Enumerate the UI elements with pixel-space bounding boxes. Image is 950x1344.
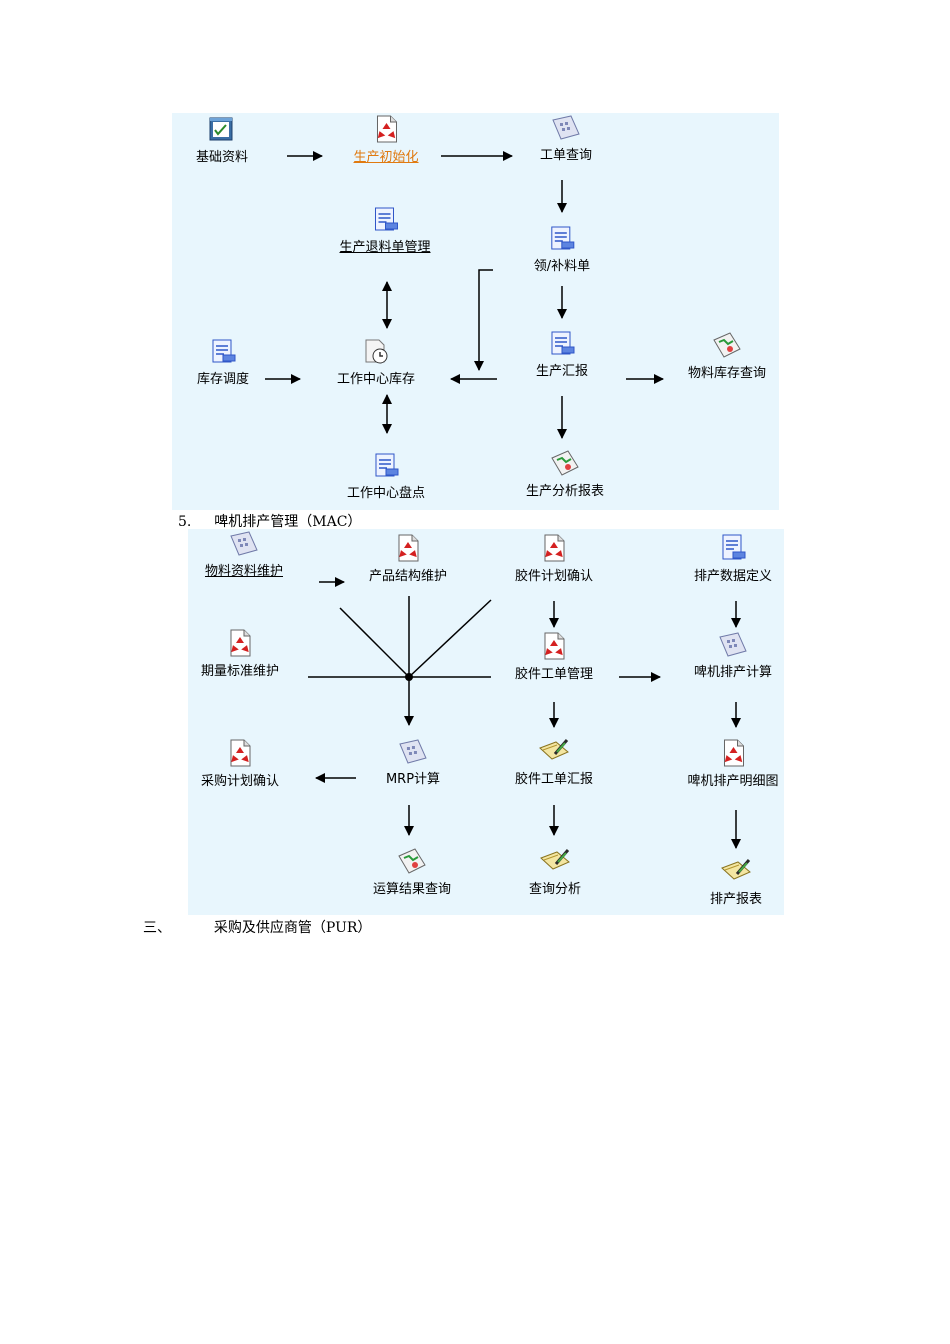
section5-heading: 5. 啤机排产管理（MAC） (178, 511, 361, 531)
node-material-maint-label[interactable]: 物料资料维护 (204, 564, 284, 579)
calculator-document-icon (719, 632, 747, 657)
red-recycle-document-icon (230, 739, 251, 767)
node-work-order-query[interactable]: 工单查询 (540, 114, 592, 163)
blue-form-icon (551, 226, 575, 250)
node-basic-data[interactable]: 基础资料 (196, 116, 248, 165)
node-return-slip[interactable]: 生产退料单管理 (339, 206, 431, 255)
node-schedule-def[interactable]: 排产数据定义 (694, 533, 772, 584)
blue-form-icon (551, 331, 575, 355)
red-recycle-document-icon (376, 115, 397, 143)
red-recycle-document-icon (398, 534, 419, 562)
diagram1-panel (172, 113, 779, 510)
section3-number: 三、 (143, 920, 171, 936)
node-schedule-report-label: 排产报表 (709, 892, 763, 907)
checklist-window-icon (209, 117, 233, 141)
node-stock-adjust-label: 库存调度 (196, 372, 250, 387)
node-wc-stock[interactable]: 工作中心库存 (337, 338, 415, 387)
blue-form-icon (722, 534, 746, 560)
node-bom-maint[interactable]: 产品结构维护 (369, 533, 447, 584)
node-glue-plan-confirm-label: 胶件计划确认 (514, 569, 594, 584)
node-mrp-calc-label: MRP计算 (385, 772, 441, 787)
node-return-slip-label[interactable]: 生产退料单管理 (339, 240, 431, 255)
calculator-document-icon (230, 531, 258, 556)
node-query-analysis[interactable]: 查询分析 (529, 846, 581, 897)
node-work-order-query-label: 工单查询 (539, 148, 593, 163)
node-period-std-label: 期量标准维护 (200, 664, 280, 679)
node-prod-init-label[interactable]: 生产初始化 (353, 150, 419, 165)
node-issue-slip[interactable]: 领/补料单 (534, 225, 590, 274)
calculator-document-icon (399, 739, 427, 764)
red-recycle-document-icon (544, 632, 565, 660)
chart-document-icon (398, 848, 426, 874)
node-prod-report[interactable]: 生产汇报 (536, 330, 588, 379)
red-recycle-document-icon (230, 629, 251, 657)
chart-document-icon (551, 450, 579, 476)
node-purchase-confirm-label: 采购计划确认 (200, 774, 280, 789)
section5-number: 5. (178, 514, 192, 530)
node-material-maint[interactable]: 物料资料维护 (205, 530, 283, 579)
node-schedule-calc-label: 啤机排产计算 (693, 665, 773, 680)
node-material-stock-query[interactable]: 物料库存查询 (688, 330, 766, 381)
clock-document-icon (365, 339, 388, 364)
node-glue-wo-report-label: 胶件工单汇报 (514, 772, 594, 787)
node-schedule-detail[interactable]: 啤机排产明细图 (687, 738, 779, 789)
section3-heading: 三、 采购及供应商管（PUR） (143, 917, 371, 937)
node-stock-adjust[interactable]: 库存调度 (197, 338, 249, 387)
calculator-document-icon (552, 115, 580, 140)
blue-form-icon (375, 453, 399, 477)
node-prod-analysis-label: 生产分析报表 (525, 484, 605, 499)
node-schedule-calc[interactable]: 啤机排产计算 (694, 631, 772, 680)
node-purchase-confirm[interactable]: 采购计划确认 (201, 738, 279, 789)
section3-title: 采购及供应商管（PUR） (213, 920, 372, 936)
node-wc-count[interactable]: 工作中心盘点 (347, 452, 425, 501)
red-recycle-document-icon (723, 739, 744, 767)
node-schedule-report[interactable]: 排产报表 (710, 856, 762, 907)
notebook-pen-icon (539, 739, 569, 760)
node-bom-maint-label: 产品结构维护 (368, 569, 448, 584)
red-recycle-document-icon (544, 534, 565, 562)
chart-document-icon (713, 332, 741, 358)
node-glue-wo-mgmt[interactable]: 胶件工单管理 (515, 631, 593, 682)
node-calc-result-query[interactable]: 运算结果查询 (373, 846, 451, 897)
node-glue-plan-confirm[interactable]: 胶件计划确认 (515, 533, 593, 584)
notebook-pen-icon (721, 859, 751, 880)
node-query-analysis-label: 查询分析 (528, 882, 582, 897)
node-wc-count-label: 工作中心盘点 (346, 486, 426, 501)
node-schedule-def-label: 排产数据定义 (693, 569, 773, 584)
blue-form-icon (212, 339, 236, 363)
section5-title: 啤机排产管理（MAC） (214, 514, 362, 530)
node-mrp-calc[interactable]: MRP计算 (386, 738, 440, 787)
node-glue-wo-mgmt-label: 胶件工单管理 (514, 667, 594, 682)
node-period-std[interactable]: 期量标准维护 (201, 628, 279, 679)
node-material-stock-query-label: 物料库存查询 (687, 366, 767, 381)
diagram2-panel (188, 529, 784, 915)
blue-form-icon (374, 207, 398, 231)
node-prod-analysis[interactable]: 生产分析报表 (526, 448, 604, 499)
node-schedule-detail-label: 啤机排产明细图 (687, 774, 779, 789)
node-basic-data-label: 基础资料 (195, 150, 249, 165)
node-issue-slip-label: 领/补料单 (533, 259, 591, 274)
node-glue-wo-report[interactable]: 胶件工单汇报 (515, 736, 593, 787)
node-wc-stock-label: 工作中心库存 (336, 372, 416, 387)
node-calc-result-query-label: 运算结果查询 (372, 882, 452, 897)
node-prod-init[interactable]: 生产初始化 (353, 114, 419, 165)
node-prod-report-label: 生产汇报 (535, 364, 589, 379)
notebook-pen-icon (540, 849, 570, 870)
